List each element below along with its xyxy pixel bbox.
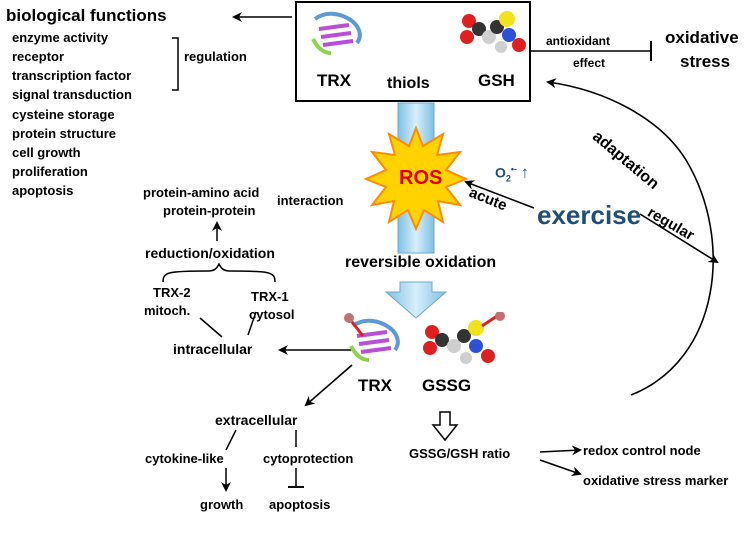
protein-protein-label: protein-protein <box>163 203 256 218</box>
mitoch-label: mitoch. <box>144 303 191 318</box>
regulation-label: regulation <box>184 49 247 64</box>
box-thiols-label: thiols <box>387 75 430 92</box>
oxidative-label: oxidative <box>665 28 739 47</box>
box-trx-label: TRX <box>317 71 351 90</box>
oxidative-stress-marker-label: oxidative stress marker <box>583 473 729 488</box>
antioxidant-effect-label: effect <box>573 56 606 70</box>
reversible-oxidation-label: reversible oxidation <box>345 254 497 271</box>
intracellular-label: intracellular <box>173 341 253 357</box>
box-gsh-label: GSH <box>478 71 515 90</box>
trx-oxidized-icon <box>344 313 400 362</box>
extracellular-label: extracellular <box>215 412 298 428</box>
list-item: cysteine storage <box>12 107 115 122</box>
trx2-label: TRX-2 <box>153 285 191 300</box>
list-item: proliferation <box>12 164 88 179</box>
superoxide-label: O2•- ↑ <box>495 164 529 184</box>
list-item: apoptosis <box>12 183 74 198</box>
cytoprotection-label: cytoprotection <box>263 451 354 466</box>
redox-control-node-label: redox control node <box>583 443 701 458</box>
list-item: receptor <box>12 49 65 64</box>
bottom-trx-label: TRX <box>358 376 392 395</box>
gssg-gsh-ratio-label: GSSG/GSH ratio <box>409 446 511 461</box>
down-arrow-icon <box>384 281 448 319</box>
trx1-label: TRX-1 <box>251 289 289 304</box>
list-item: cell growth <box>12 145 81 160</box>
ros-burst-icon <box>363 125 469 232</box>
list-item: transcription factor <box>12 68 132 83</box>
stress-label: stress <box>680 52 731 71</box>
antioxidant-label: antioxidant <box>546 34 611 48</box>
protein-amino-acid-label: protein-amino acid <box>143 185 260 200</box>
apoptosis-label: apoptosis <box>269 497 331 512</box>
gsh-molecule-icon <box>460 11 526 53</box>
top-box: TRX thiols GSH <box>295 1 531 102</box>
exercise-label: exercise <box>537 200 642 230</box>
list-item: enzyme activity <box>12 30 109 45</box>
cytosol-label: cytosol <box>249 307 295 322</box>
list-item: signal transduction <box>12 87 132 102</box>
ros-label: ROS <box>399 167 443 189</box>
growth-label: growth <box>200 497 244 512</box>
cytokine-like-label: cytokine-like <box>145 451 224 466</box>
interaction-label: interaction <box>277 193 344 208</box>
list-item: protein structure <box>12 126 117 141</box>
reduction-oxidation-label: reduction/oxidation <box>145 245 275 261</box>
gssg-molecule-icon <box>423 312 505 364</box>
bottom-gssg-label: GSSG <box>422 376 472 395</box>
biological-functions-title: biological functions <box>6 6 167 25</box>
trx-protein-icon <box>311 11 362 55</box>
